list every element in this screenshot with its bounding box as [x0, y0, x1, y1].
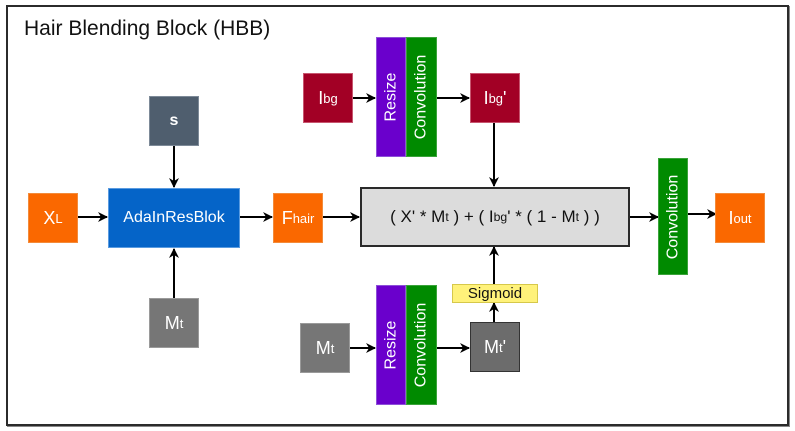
formula-sub-1: t: [445, 210, 449, 224]
resize-top-label: Resize: [382, 72, 399, 122]
i-out-sub: out: [733, 210, 752, 226]
conv-top-label: Convolution: [412, 54, 430, 140]
formula-sub-2: bg: [493, 210, 508, 224]
mt-prime-suffix: ': [502, 336, 507, 357]
node-resize-top: Resize: [376, 37, 406, 157]
resize-bottom-label: Resize: [382, 320, 399, 370]
formula-sub-3: t: [575, 210, 580, 224]
mt-prime-sub: t: [498, 339, 503, 355]
i-bg-main: I: [318, 87, 324, 108]
i-bg-prime-sub: bg: [488, 90, 503, 106]
mt-bottom-sub: t: [330, 340, 335, 356]
s-label: s: [169, 112, 179, 129]
conv-bottom-label: Convolution: [412, 302, 430, 388]
sigmoid-label: Sigmoid: [467, 285, 523, 302]
mt-left-main: M: [164, 312, 180, 333]
node-s: s: [149, 96, 199, 146]
i-bg-prime-suffix: ': [503, 87, 507, 108]
formula-part-1: ( X' * M: [390, 207, 446, 226]
x-l-sub: L: [55, 210, 63, 226]
adain-label: AdaInResBlok: [123, 209, 225, 226]
mt-left-sub: t: [179, 315, 184, 331]
formula-part-2: ) + ( I: [448, 207, 494, 226]
i-out-main: I: [728, 207, 734, 228]
i-bg-sub: bg: [323, 90, 338, 106]
node-resize-bottom: Resize: [376, 285, 406, 405]
conv-out-label: Convolution: [664, 174, 681, 259]
f-hair-main: F: [281, 207, 293, 228]
formula-part-3: ' * ( 1 - M: [507, 207, 576, 226]
i-bg-prime-main: I: [483, 87, 489, 108]
node-adain-res-blok: AdaInResBlok: [108, 188, 240, 248]
formula-part-4: ) ): [579, 207, 600, 226]
node-conv-out: Convolution: [658, 158, 688, 275]
node-conv-top: Convolution: [406, 37, 437, 157]
mt-prime-main: M: [483, 336, 499, 357]
x-l-main: X: [43, 207, 56, 228]
mt-bottom-main: M: [315, 337, 331, 358]
f-hair-sub: hair: [292, 210, 315, 226]
node-conv-bottom: Convolution: [406, 285, 437, 405]
node-sigmoid: Sigmoid: [452, 284, 538, 303]
diagram-title: Hair Blending Block (HBB): [24, 17, 271, 40]
